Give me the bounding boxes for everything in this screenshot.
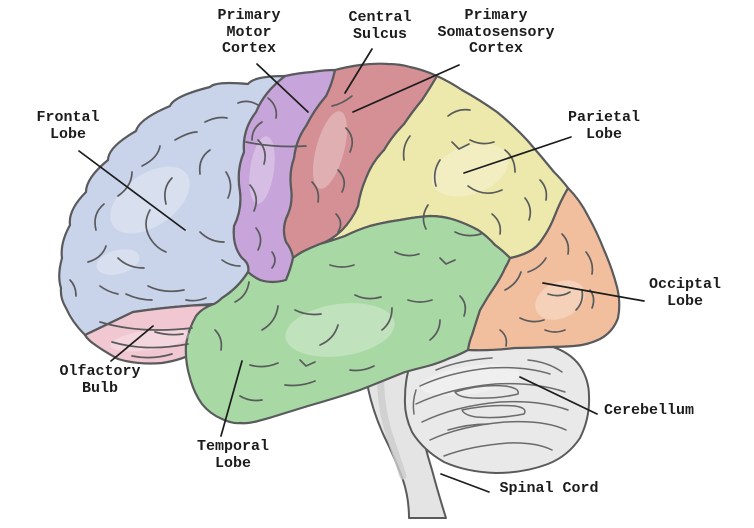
primary-somatosensory-cortex-label: Primary Somatosensory Cortex xyxy=(437,7,555,57)
central-sulcus-leader-line xyxy=(344,48,373,94)
cerebellum-group xyxy=(403,338,591,474)
temporal-lobe-leader-line xyxy=(220,360,243,437)
temporal-lobe-region xyxy=(184,214,512,425)
frontal-lobe-label: Frontal Lobe xyxy=(36,109,100,143)
leader-lines xyxy=(78,48,645,493)
olfactory-bulb-leader-line xyxy=(110,325,154,362)
cerebrum-regions xyxy=(58,62,621,425)
spinal-cord-leader-line xyxy=(440,473,490,493)
cerebellum-leader-line xyxy=(519,376,598,415)
occipital-lobe-label: Occiptal Lobe xyxy=(648,276,722,310)
primary-motor-cortex-label: Primary Motor Cortex xyxy=(217,7,281,57)
frontal-lobe-leader-line xyxy=(78,150,186,231)
cerebellum-folds xyxy=(412,357,569,457)
central-sulcus-label: Central Sulcus xyxy=(348,9,412,43)
cortex-sulci xyxy=(69,95,595,402)
primary-somatosensory-cortex-leader-line xyxy=(352,64,460,113)
temporal-lobe-label: Temporal Lobe xyxy=(196,438,270,472)
parietal-lobe-label: Parietal Lobe xyxy=(567,109,641,143)
cerebellum-highlight xyxy=(420,364,520,396)
spinal-cord-label: Spinal Cord xyxy=(499,480,599,497)
primary-motor-cortex-leader-line xyxy=(256,63,309,113)
olfactory-bulb-label: Olfactory Bulb xyxy=(59,363,141,397)
parietal-lobe-leader-line xyxy=(463,136,572,174)
cerebellum-label: Cerebellum xyxy=(603,402,695,419)
occipital-lobe-leader-line xyxy=(542,282,645,302)
spinal-cord-shading xyxy=(377,364,407,480)
